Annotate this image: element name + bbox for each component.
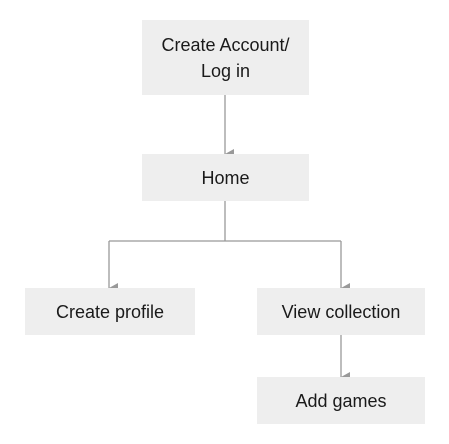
node-create-account-label: Create Account/ Log in xyxy=(161,32,289,84)
node-create-profile: Create profile xyxy=(25,288,195,335)
node-add-games-label: Add games xyxy=(295,390,387,411)
node-home: Home xyxy=(142,154,309,201)
node-create-profile-label: Create profile xyxy=(55,301,165,322)
node-create-account: Create Account/ Log in xyxy=(142,20,309,95)
node-add-games: Add games xyxy=(257,377,425,424)
node-view-collection-label: View collection xyxy=(281,301,401,322)
node-view-collection: View collection xyxy=(257,288,425,335)
node-home-label: Home xyxy=(201,167,250,188)
node-create-account-line2: Log in xyxy=(200,60,251,81)
node-create-account-line1: Create Account/ xyxy=(161,34,290,55)
